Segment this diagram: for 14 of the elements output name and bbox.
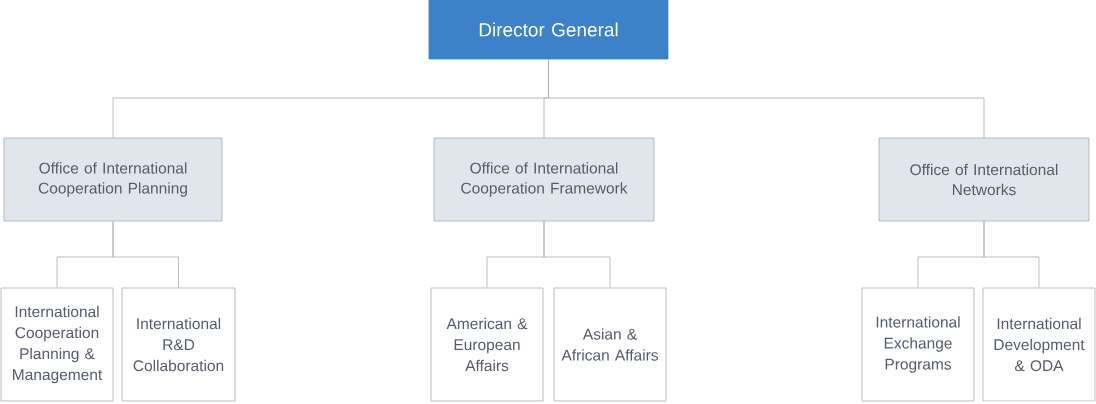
office-box: Office of International Networks [878,137,1090,222]
connector-line [112,221,179,288]
unit-box: International Cooperation Planning & Management [0,287,114,402]
connector-line [543,221,611,288]
unit-box: International Exchange Programs [861,287,975,402]
unit-box: International Development & ODA [982,287,1096,402]
connector-line [983,221,1040,288]
top-box: Director General [428,0,669,60]
unit-box: Asian & African Affairs [553,287,667,402]
office-box: Office of International Cooperation Planning [3,137,223,222]
connector-line [548,59,985,138]
unit-box: International R&D Collaboration [121,287,236,402]
unit-box: American & European Affairs [430,287,544,402]
office-box: Office of International Cooperation Framework [433,137,655,222]
